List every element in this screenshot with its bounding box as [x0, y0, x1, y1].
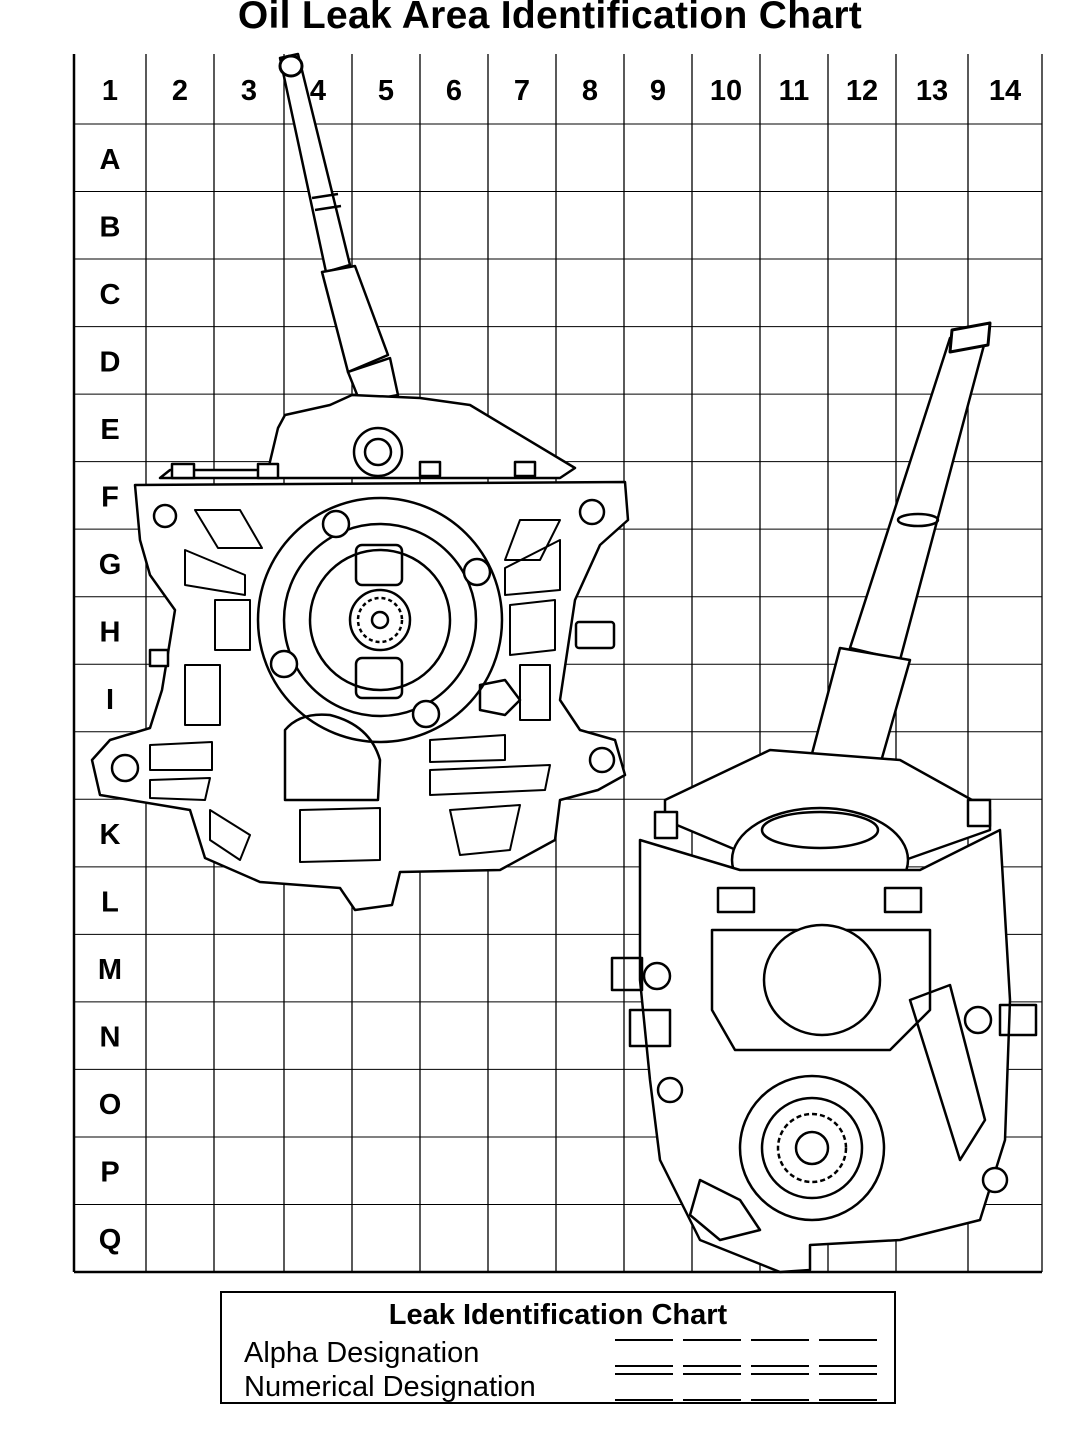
alpha-cell[interactable] [819, 1339, 877, 1367]
row-labels: ABCDEFGHIJKLMNOPQ [98, 144, 122, 1256]
row-label: Q [99, 1224, 122, 1256]
row-label: B [100, 211, 121, 243]
row-label: I [106, 684, 114, 716]
numerical-designation-label: Numerical Designation [244, 1371, 536, 1403]
numerical-cell[interactable] [683, 1373, 741, 1401]
column-label: 2 [172, 75, 188, 107]
numerical-cell[interactable] [615, 1373, 673, 1401]
row-label: D [100, 346, 121, 378]
column-label: 1 [102, 75, 118, 107]
numerical-cell[interactable] [751, 1373, 809, 1401]
column-label: 3 [241, 75, 257, 107]
alpha-cell[interactable] [615, 1339, 673, 1367]
alpha-designation-label: Alpha Designation [244, 1337, 480, 1369]
column-label: 6 [446, 75, 462, 107]
row-label: E [100, 414, 119, 446]
column-label: 8 [582, 75, 598, 107]
column-label: 11 [779, 75, 810, 107]
transmission-rear-view-icon [610, 321, 1038, 1274]
row-label: A [100, 144, 121, 176]
leak-identification-chart: Leak Identification Chart Alpha Designat… [220, 1291, 896, 1404]
row-label: O [99, 1089, 122, 1121]
column-label: 4 [310, 75, 326, 107]
row-label: K [100, 819, 121, 851]
column-label: 9 [650, 75, 666, 107]
numerical-cell[interactable] [819, 1373, 877, 1401]
column-label: 10 [710, 75, 742, 107]
row-label: H [100, 616, 121, 648]
row-label: N [100, 1022, 121, 1054]
column-label: 7 [514, 75, 530, 107]
column-label: 12 [846, 75, 878, 107]
alpha-cell[interactable] [683, 1339, 741, 1367]
row-label: F [101, 481, 119, 513]
transmission-front-view-icon [90, 52, 630, 912]
row-label: C [100, 279, 121, 311]
column-label: 14 [989, 75, 1021, 107]
leak-chart-title: Leak Identification Chart [388, 1299, 728, 1331]
page-title: Oil Leak Area Identification Chart [237, 0, 863, 37]
row-label: L [101, 887, 119, 919]
row-label: M [98, 954, 122, 986]
alpha-cell[interactable] [751, 1339, 809, 1367]
row-label: P [100, 1157, 119, 1189]
column-label: 5 [378, 75, 394, 107]
row-label: G [99, 549, 122, 581]
column-label: 13 [916, 75, 948, 107]
